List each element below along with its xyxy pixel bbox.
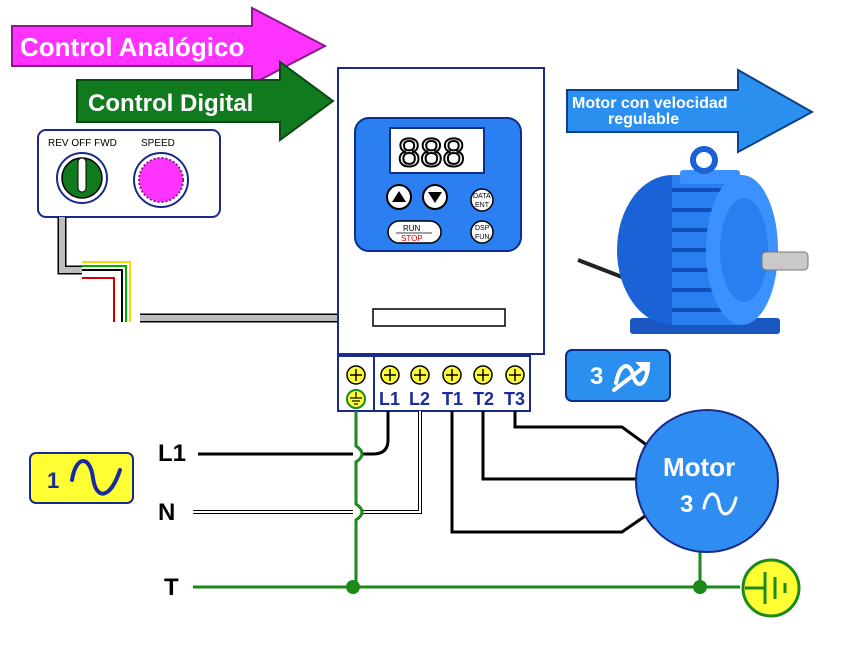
variable-speed-motor-arrow: Motor con velocidad regulable	[566, 68, 815, 154]
terminal-t2: T2	[473, 389, 494, 409]
digital-control-arrow: Control Digital	[76, 60, 335, 142]
up-key[interactable]	[386, 184, 412, 210]
motor-sine-icon	[702, 492, 738, 516]
analog-control-arrow: Control Analógico	[11, 6, 328, 86]
supply-wiring	[193, 411, 740, 594]
motor-label: Motor	[663, 452, 735, 482]
svg-text:FUN: FUN	[475, 234, 489, 241]
svg-text:RUN: RUN	[403, 224, 421, 233]
motor-phase-number: 3	[680, 491, 693, 518]
dsp-fun-key[interactable]: DSP FUN	[470, 220, 494, 244]
motor-arrow-label-2: regulable	[608, 111, 679, 128]
terminal-l1: L1	[379, 389, 400, 409]
single-phase-badge: 1	[29, 452, 134, 504]
control-terminal-slot	[372, 308, 506, 327]
speed-label: SPEED	[141, 138, 175, 149]
rev-off-fwd-label: REV OFF FWD	[48, 138, 117, 149]
svg-text:DATA: DATA	[473, 193, 491, 200]
sine-wave-icon	[70, 459, 122, 496]
earth-ground-icon	[741, 558, 801, 618]
terminal-l2: L2	[409, 389, 430, 409]
motor-arrow-label-1: Motor con velocidad	[572, 95, 728, 112]
three-phase-variable-number: 3	[590, 363, 603, 390]
line-label-t: T	[164, 574, 179, 601]
motor-illustration	[577, 146, 809, 334]
single-phase-number: 1	[47, 468, 59, 493]
direction-switch[interactable]	[56, 152, 108, 204]
terminal-t1: T1	[442, 389, 463, 409]
analog-control-label: Control Analógico	[20, 32, 244, 62]
power-terminal-block: L1 L2 T1 T2 T3	[337, 355, 531, 412]
variable-sine-icon	[612, 362, 651, 392]
svg-text:DSP: DSP	[475, 225, 490, 232]
control-cable	[57, 217, 372, 323]
screw-ground	[346, 365, 366, 385]
three-phase-variable-badge: 3	[565, 349, 671, 402]
motor-symbol: Motor 3	[635, 409, 779, 553]
digital-control-label: Control Digital	[88, 90, 253, 117]
motor-wiring	[450, 411, 649, 534]
svg-text:STOP: STOP	[401, 234, 423, 243]
speed-potentiometer[interactable]	[133, 152, 189, 208]
svg-text:ENT: ENT	[475, 202, 490, 209]
terminal-t3: T3	[504, 389, 525, 409]
down-key[interactable]	[422, 184, 448, 210]
line-label-n: N	[158, 499, 175, 526]
line-label-l1: L1	[158, 440, 186, 467]
frequency-drive: 888 DATA ENT RUN STOP DSP FUN	[337, 67, 545, 355]
data-ent-key[interactable]: DATA ENT	[470, 188, 494, 212]
drive-display: 888	[398, 131, 465, 175]
ground-terminal-icon	[346, 389, 366, 409]
terminal-screws	[380, 365, 525, 385]
run-stop-key[interactable]: RUN STOP	[387, 220, 442, 244]
remote-control-panel: REV OFF FWD SPEED	[37, 129, 221, 218]
